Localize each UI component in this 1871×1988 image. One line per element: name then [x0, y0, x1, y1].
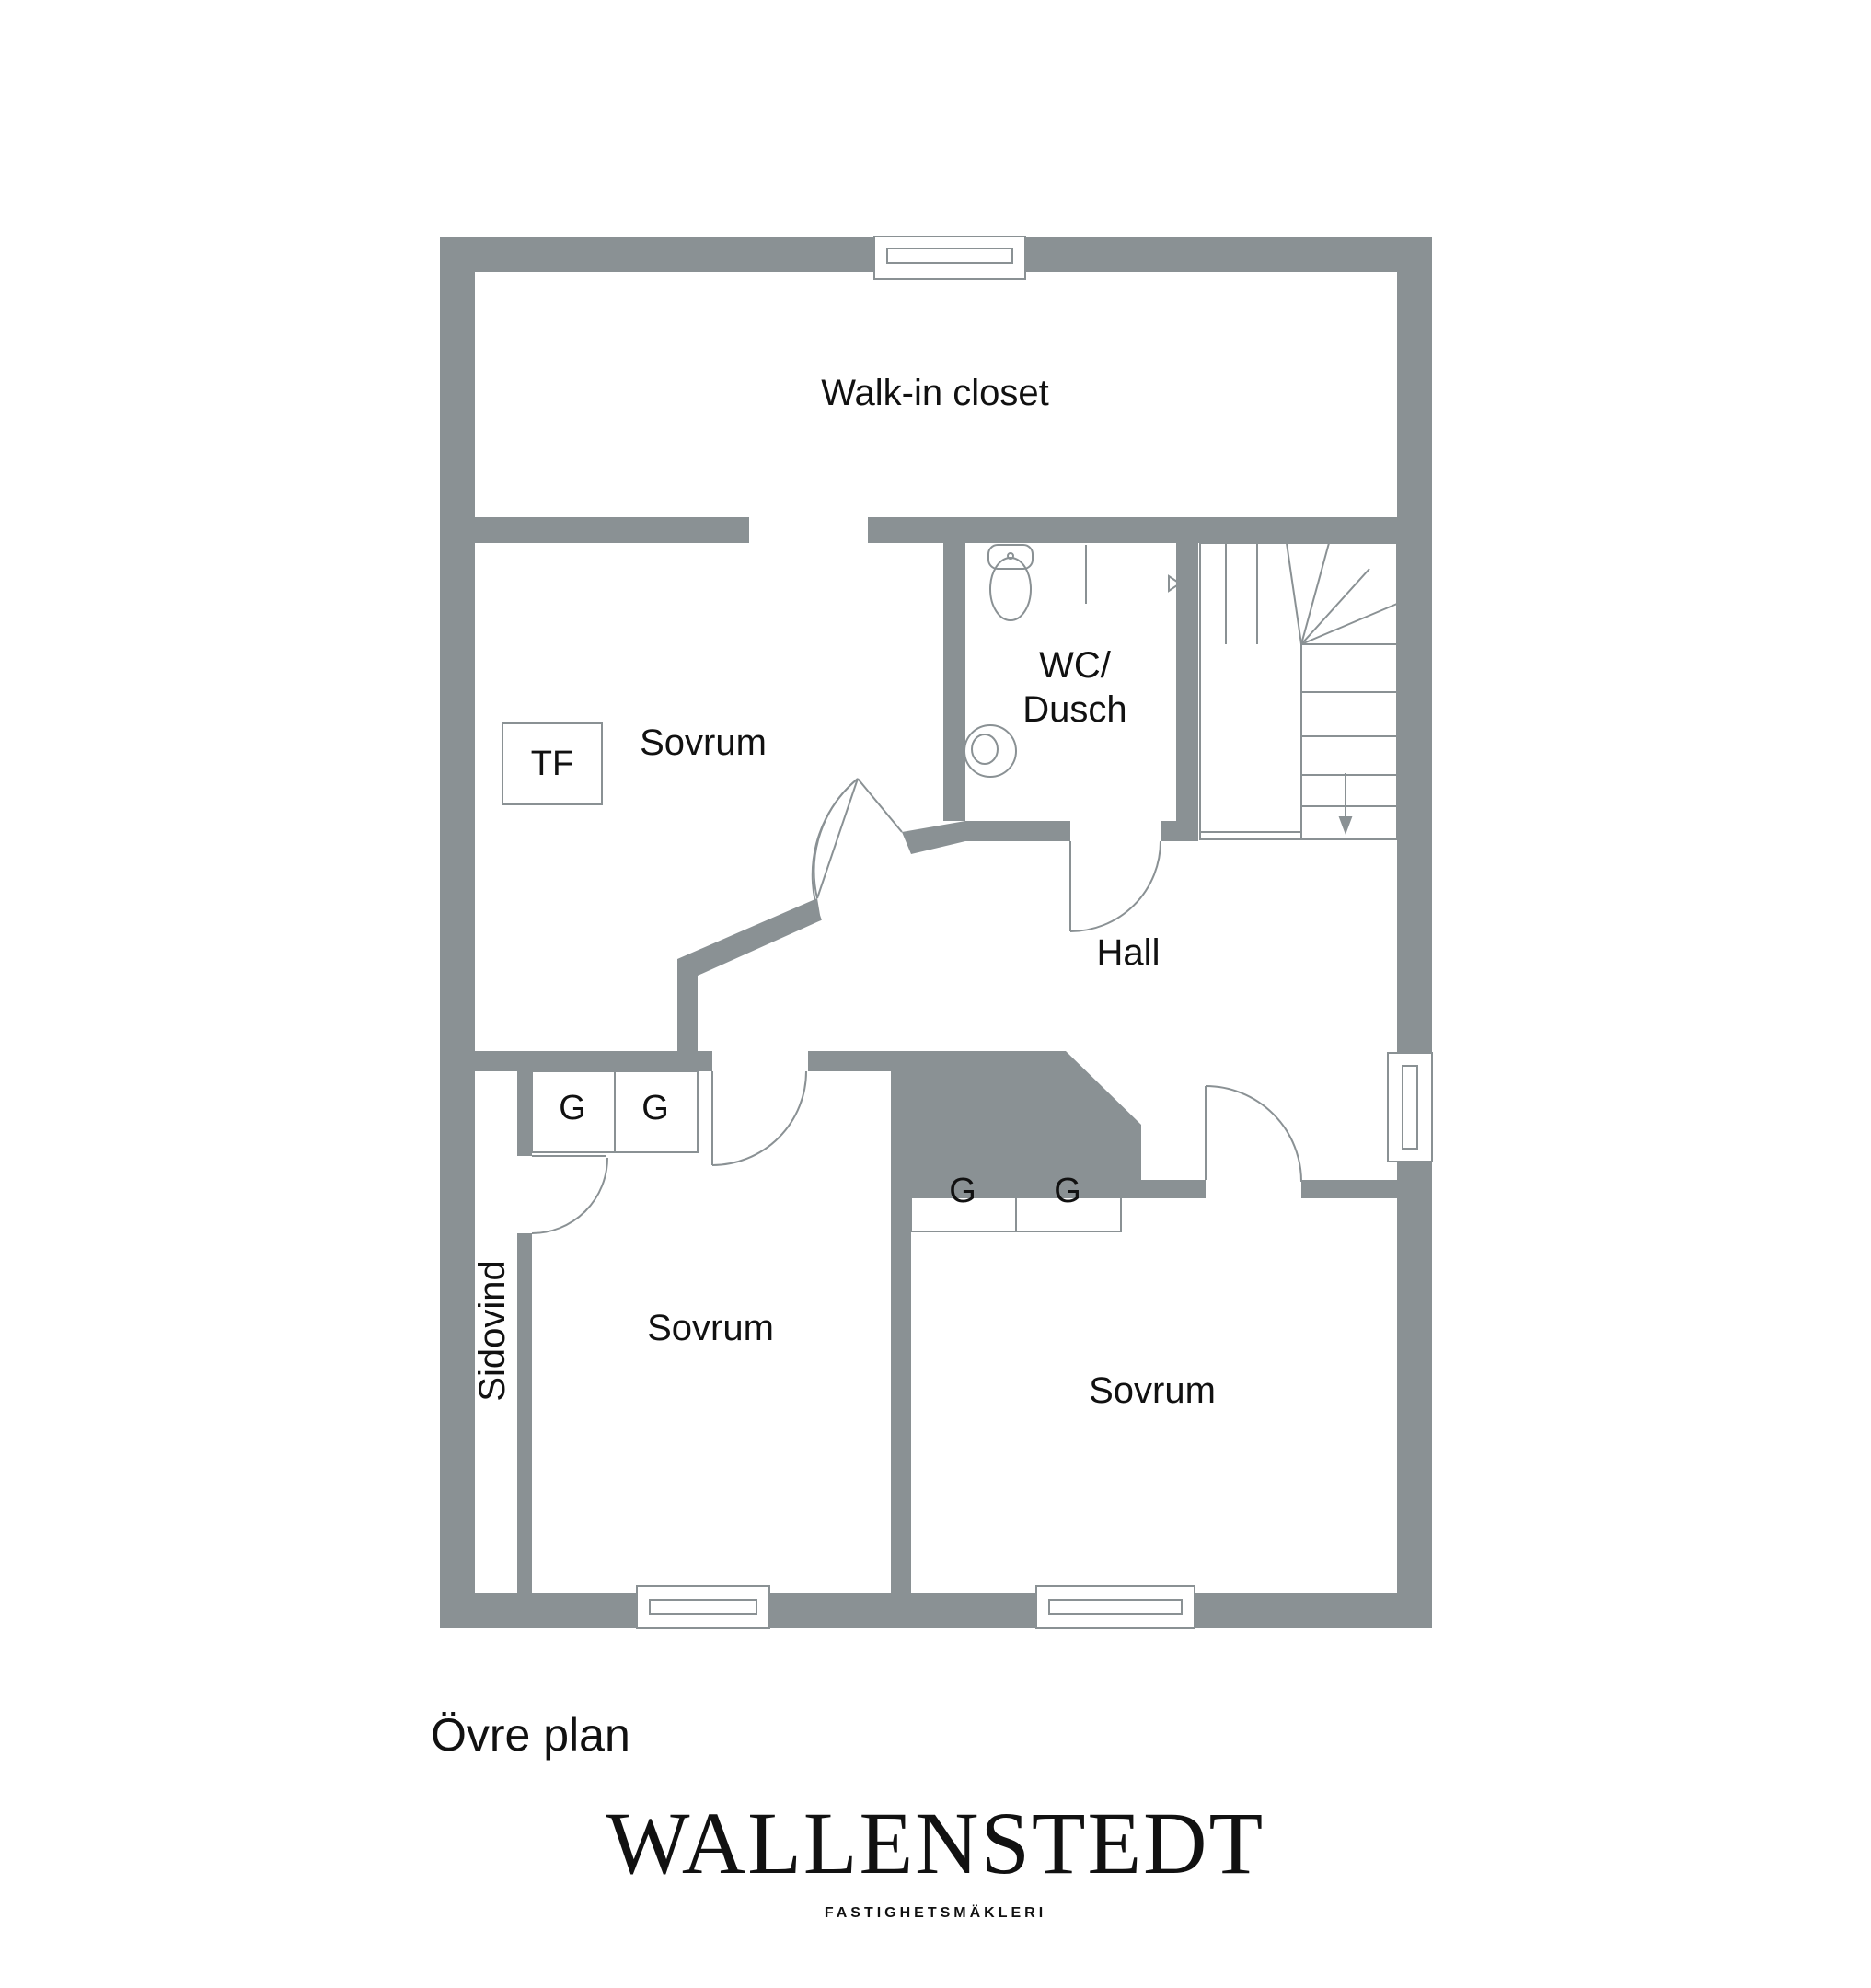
brand-logo: WALLENSTEDT [606, 1794, 1265, 1892]
sink-icon [964, 724, 1017, 778]
label-sovrum-right: Sovrum [1089, 1370, 1216, 1411]
label-g-4: G [1054, 1172, 1081, 1210]
window-top [873, 236, 1026, 280]
windows [636, 236, 1433, 1629]
label-hall: Hall [1097, 932, 1161, 973]
window-bottom-left [636, 1585, 770, 1629]
label-walk-in-closet: Walk-in closet [821, 373, 1048, 413]
fixtures [502, 542, 1398, 1232]
tf-box [502, 722, 603, 805]
label-sovrum-top: Sovrum [640, 722, 767, 763]
label-g-3: G [949, 1172, 976, 1210]
label-wc-line2: Dusch [1022, 689, 1126, 730]
plan-title: Övre plan [431, 1709, 630, 1761]
label-sidovind: Sidovind [472, 1260, 513, 1401]
toilet-icon [989, 557, 1032, 621]
walls [440, 237, 1432, 1628]
room-labels: Walk-in closet Sovrum WC/ Dusch Hall Sov… [472, 373, 1216, 1411]
brand-subtitle: FASTIGHETSMÄKLERI [824, 1905, 1047, 1921]
doors [531, 778, 1302, 1234]
label-tf: TF [531, 745, 573, 783]
window-bottom-right [1035, 1585, 1195, 1629]
label-g-1: G [559, 1089, 586, 1127]
label-g-2: G [641, 1089, 669, 1127]
label-sovrum-left: Sovrum [647, 1308, 774, 1348]
window-right [1387, 1052, 1433, 1162]
label-wc-line1: WC/ [1039, 645, 1112, 686]
